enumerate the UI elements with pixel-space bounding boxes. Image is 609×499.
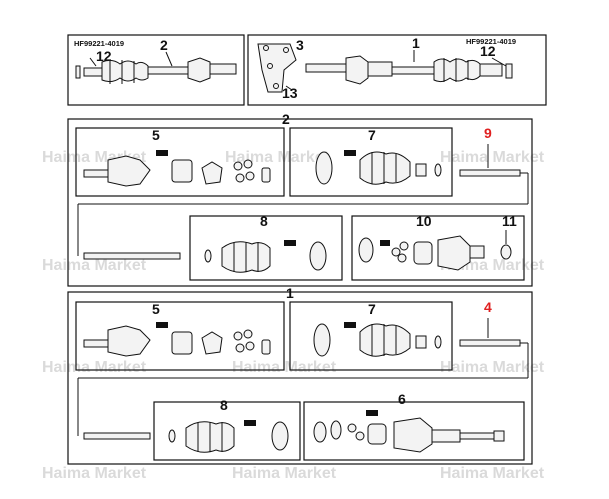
panel-frame	[67, 34, 245, 106]
part-code-label: HF99221-4019	[74, 39, 124, 48]
callout-8: 8	[260, 213, 268, 229]
watermark: Haima Market	[42, 465, 147, 482]
callout-3: 3	[296, 37, 304, 53]
callout-8: 8	[220, 397, 228, 413]
callout-4: 4	[484, 299, 492, 315]
callout-10: 10	[416, 213, 432, 229]
callout-9: 9	[484, 125, 492, 141]
shaft-4-drawing: 4	[77, 299, 529, 440]
watermarks: Haima Market Haima Market Haima Market H…	[42, 149, 545, 482]
boot-kit-7-box: 7	[289, 301, 453, 371]
assembly-2-callout: 2	[282, 111, 290, 127]
callout-1: 1	[412, 35, 420, 51]
shaft-9-drawing: 9	[77, 125, 529, 260]
callout-2: 2	[160, 37, 168, 53]
callout-6: 6	[398, 391, 406, 407]
part-code-label: HF99221-4019	[466, 37, 516, 46]
callout-5: 5	[152, 127, 160, 143]
callout-13: 13	[282, 85, 298, 101]
assembly-2-group: 2 5 7 9	[67, 111, 533, 287]
assembly-frame	[67, 291, 533, 465]
watermark: Haima Market	[440, 465, 545, 482]
callout-7: 7	[368, 127, 376, 143]
assembly-frame	[67, 118, 533, 287]
inner-joint-6-box: 6	[303, 391, 525, 461]
callout-5: 5	[152, 301, 160, 317]
top-right-panel: 3 1 HF99221-4019 12 13	[247, 34, 547, 106]
assembly-1-group: 1 5 7 4	[67, 285, 533, 465]
seal-11-drawing: 11	[500, 213, 517, 260]
watermark: Haima Market	[232, 465, 337, 482]
top-left-panel: HF99221-4019 2 12	[67, 34, 245, 106]
bracket-drawing	[257, 43, 297, 93]
outer-joint-5-box: 5	[75, 301, 285, 371]
watermark: Haima Market	[440, 149, 545, 166]
boot-kit-7-box: 7	[289, 127, 453, 197]
outer-joint-5-box: 5	[75, 127, 285, 197]
callout-7: 7	[368, 301, 376, 317]
inner-boot-8-box: 8	[153, 397, 301, 461]
panel-frame	[247, 34, 547, 106]
callout-12: 12	[480, 43, 496, 59]
watermark: Haima Market	[42, 359, 147, 376]
driveshaft-2-drawing	[75, 51, 237, 84]
driveshaft-1-drawing	[305, 50, 513, 85]
watermark: Haima Market	[440, 359, 545, 376]
watermark: Haima Market	[42, 257, 147, 274]
inner-boot-8-box: 8	[189, 213, 343, 281]
assembly-1-callout: 1	[286, 285, 294, 301]
inner-joint-10-box: 10	[351, 213, 525, 281]
callout-11: 11	[502, 213, 517, 229]
